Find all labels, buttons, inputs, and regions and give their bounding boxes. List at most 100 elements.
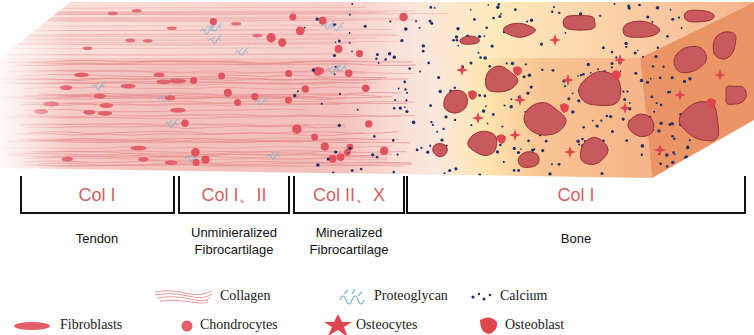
calcium-dot [670,9,672,11]
collagen-fiber [37,98,346,100]
calcium-dot [327,157,330,160]
region-label: Bone [476,230,676,247]
fibroblast [98,111,113,116]
fibroblast [125,39,135,43]
proteoglycan [165,119,178,128]
calcium-dot [422,50,425,53]
chondrocyte [234,99,241,106]
calcium-dot [454,167,457,170]
calcium-dot [482,109,486,113]
calcium-dot [646,81,649,84]
osteoblast-sample [480,317,497,334]
collagen-fiber [29,61,413,64]
chondrocyte [193,159,200,166]
osteoblast [497,134,506,144]
calcium-dot [427,62,430,65]
proteoglycan [92,81,105,90]
calcium-dot [351,169,354,172]
chondrocyte [380,147,388,155]
calcium-dot [430,121,432,123]
calcium-dot [531,148,534,151]
calcium-dot [448,169,451,172]
calcium-dot [680,169,683,172]
dot [489,294,492,297]
calcium-dot [332,172,335,175]
calcium-dot [681,27,683,29]
chondrocyte [191,148,200,157]
calcium-dot [526,20,528,22]
collagen-fiber [33,70,413,73]
calcium-dot [641,154,643,156]
calcium-dot [335,41,337,43]
chondrocyte [365,120,372,127]
calcium-dot [510,105,513,108]
calcium-dot [545,140,548,143]
fibroblast [83,110,95,115]
calcium-dot [625,139,628,142]
calcium-dot [660,104,663,107]
calcium-dot [491,45,494,48]
calcium-dot [656,6,660,10]
chondrocyte [251,93,258,100]
calcium-dot [432,124,434,126]
fibroblast [100,103,113,108]
marrow-space [503,23,535,37]
chondrocyte [362,84,370,92]
calcium-dot [548,172,551,175]
collagen-fiber [24,38,377,39]
calcium-dot [665,153,669,157]
calcium-dot [615,56,617,58]
fibroblast [165,96,176,101]
calcium-dot [422,44,425,47]
chondrocyte [267,33,276,42]
region-label: Unminieralized Fibrocartilage [178,224,290,258]
chondrocyte [190,77,197,84]
calcium-dot [406,92,408,94]
calcium-dot [429,20,432,23]
chondrocyte [399,13,408,22]
calcium-dot [393,56,396,59]
osteocyte [614,54,626,66]
calcium-dot [456,39,459,42]
marrow-space [460,36,480,44]
osteoblast [468,90,477,100]
calcium-dot [626,91,628,93]
calcium-dot [577,75,579,77]
calcium-dot [470,124,472,126]
calcium-dot [404,88,406,90]
collagen-sample [155,291,212,303]
marrow-space [674,46,707,72]
calcium-dot [454,87,456,89]
calcium-dot [500,13,502,15]
fibroblast [121,84,136,89]
calcium-dot [640,79,643,82]
marrow-space [726,86,747,104]
calcium-dot [349,147,352,150]
calcium-dot [590,72,592,74]
calcium-dot [558,163,561,166]
calcium-dot [364,25,367,28]
calcium-dot [684,157,686,159]
block [0,2,754,178]
fibroblast [167,27,177,31]
dot [471,295,474,298]
calcium-dot [293,94,296,97]
chondrocyte [285,97,292,104]
calcium-dot [651,21,653,23]
calcium-dot [384,58,387,61]
calcium-dot [408,67,411,70]
fibroblast-sample [14,322,50,330]
calcium-dot [419,71,421,73]
marrow-space [623,21,660,37]
chondrocyte-sample [182,321,193,332]
osteocyte-sample [324,314,352,335]
calcium-dot [483,56,487,60]
calcium-dot [580,74,582,76]
marrow-space [684,10,714,22]
calcium-dot [444,115,447,118]
collagen-fiber [48,18,401,19]
brackets [21,176,745,213]
calcium-dot [599,15,601,17]
collagen-fiber [29,34,332,35]
calcium-dot [520,148,522,150]
